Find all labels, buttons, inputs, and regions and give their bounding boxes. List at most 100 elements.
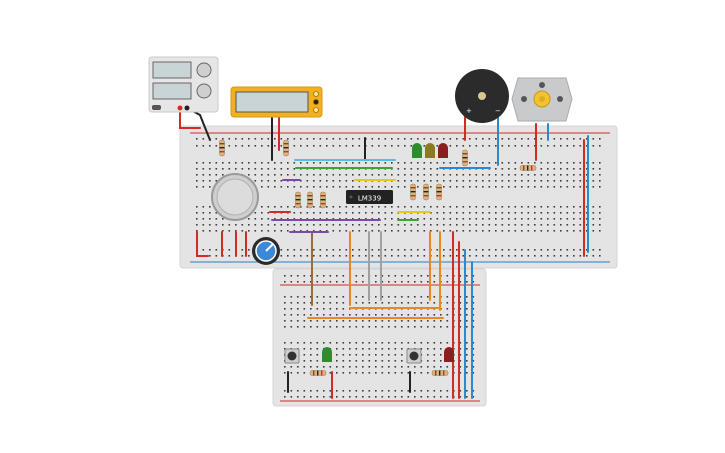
breadboard-hole: [475, 230, 478, 232]
resistor-band: [219, 151, 225, 153]
breadboard-hole: [566, 145, 569, 147]
breadboard-hole: [449, 162, 452, 164]
led-green-top: [412, 143, 422, 158]
breadboard-hole: [514, 180, 517, 182]
breadboard-hole: [332, 186, 335, 188]
breadboard-hole: [375, 390, 377, 392]
breadboard-hole: [472, 281, 475, 283]
breadboard-hole: [375, 281, 377, 283]
breadboard-hole: [566, 162, 569, 164]
breadboard-hole: [446, 281, 449, 283]
breadboard-hole: [566, 168, 569, 170]
breadboard-hole: [388, 396, 390, 398]
leds[interactable]: [322, 143, 454, 362]
breadboard-hole: [329, 314, 332, 316]
breadboard-hole: [521, 255, 523, 257]
breadboard-hole: [342, 302, 345, 304]
breadboard-hole: [414, 320, 416, 322]
breadboard-hole: [407, 302, 410, 304]
breadboard-hole: [534, 255, 536, 257]
breadboard-hole: [293, 186, 296, 188]
breadboard-hole: [427, 372, 429, 374]
multimeter[interactable]: [230, 86, 323, 118]
breadboard-hole: [573, 206, 575, 208]
breadboard-hole: [397, 168, 400, 170]
breadboard-hole: [534, 174, 536, 176]
breadboard-hole: [391, 218, 393, 220]
breadboard-hole: [456, 255, 458, 257]
breadboard-hole: [332, 138, 335, 140]
breadboard-hole: [384, 138, 387, 140]
breadboard-hole: [420, 396, 423, 398]
breadboard-hole: [196, 186, 198, 188]
wire-red-a: [196, 231, 209, 257]
breadboard-hole: [459, 281, 462, 283]
breadboard-hole: [420, 302, 423, 304]
breadboard-hole: [443, 138, 445, 140]
breadboard-hole: [339, 218, 341, 220]
breadboard-hole: [579, 230, 582, 232]
breadboard-hole: [401, 281, 403, 283]
breadboard-hole: [290, 302, 293, 304]
breadboard-hole: [482, 230, 484, 232]
breadboard-hole: [355, 342, 358, 344]
breadboard-hole: [501, 224, 504, 226]
breadboard-hole: [423, 249, 426, 251]
breadboard-hole: [495, 180, 497, 182]
breadboard-hole: [573, 138, 575, 140]
resistor-band: [410, 191, 416, 193]
breadboard-hole: [443, 180, 445, 182]
breadboard-hole: [310, 275, 312, 277]
breadboard-hole: [440, 342, 442, 344]
breadboard-hole: [297, 314, 299, 316]
psu-positive-terminal: [177, 105, 183, 111]
pushbuttons[interactable]: [284, 348, 422, 364]
resistor-band: [462, 157, 468, 159]
breadboard-hole: [495, 255, 497, 257]
buzzer[interactable]: + −: [455, 69, 509, 123]
breadboard-hole: [388, 360, 390, 362]
breadboard-hole: [345, 145, 348, 147]
breadboard-hole: [323, 342, 325, 344]
dc-motor[interactable]: [511, 77, 573, 122]
breadboard-hole: [417, 168, 419, 170]
breadboard-hole: [254, 174, 257, 176]
breadboard-hole: [297, 342, 299, 344]
breadboard-hole: [381, 275, 384, 277]
breadboard-hole: [342, 275, 345, 277]
breadboard-hole: [534, 230, 536, 232]
breadboard-hole: [352, 230, 354, 232]
breadboard-hole: [475, 249, 478, 251]
breadboard-hole: [566, 138, 569, 140]
breadboard-hole: [375, 314, 377, 316]
breadboard-hole: [514, 249, 517, 251]
breadboard-hole: [293, 224, 296, 226]
breadboard-hole: [573, 224, 575, 226]
breadboard-hole: [241, 145, 244, 147]
power-supply[interactable]: [148, 56, 219, 113]
breadboard-hole: [433, 390, 436, 392]
breadboard-hole: [368, 302, 371, 304]
breadboard-hole: [326, 255, 328, 257]
breadboard-hole: [482, 145, 484, 147]
breadboard-hole: [573, 162, 575, 164]
breadboard-hole: [407, 396, 410, 398]
breadboard-hole: [378, 218, 380, 220]
breadboard-hole: [306, 162, 309, 164]
breadboard-hole: [579, 174, 582, 176]
breadboard-hole: [202, 174, 205, 176]
resistor-band: [317, 370, 319, 376]
breadboard-hole: [514, 162, 517, 164]
breadboard-hole: [407, 281, 410, 283]
breadboard-hole: [313, 180, 315, 182]
motor-screw-right: [557, 96, 563, 102]
light-sensor[interactable]: [211, 173, 259, 221]
breadboard-hole: [365, 249, 367, 251]
breadboard-hole: [313, 206, 315, 208]
potentiometer[interactable]: [252, 237, 280, 265]
breadboard-hole: [303, 308, 306, 310]
breadboard-hole: [462, 206, 465, 208]
breadboard-hole: [586, 206, 588, 208]
lm339-ic[interactable]: LM339: [346, 190, 393, 204]
breadboard-hole: [423, 224, 426, 226]
